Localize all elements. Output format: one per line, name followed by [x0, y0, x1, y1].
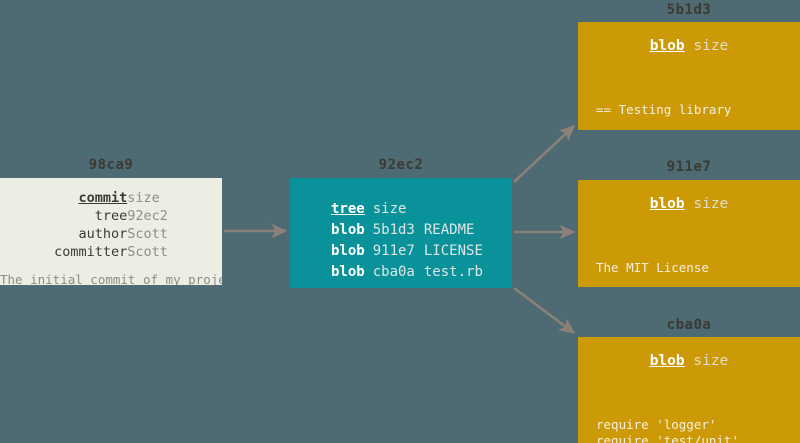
tree-object-box[interactable]: tree size blob 5b1d3 README blob 911e7 L…: [290, 178, 512, 288]
blob-object-box-5b1d3[interactable]: blob size == Testing library This librar…: [578, 22, 800, 130]
blob-keyword: blob: [649, 38, 685, 54]
edge-tree-to-blob-cba0a: [513, 286, 576, 335]
tree-row: blob cba0a test.rb: [330, 262, 484, 283]
tree-entry-hash: 5b1d3: [372, 222, 415, 238]
commit-field-key: commit: [78, 190, 128, 206]
tree-entry-type: blob: [331, 243, 365, 259]
commit-field-key: committer: [54, 244, 128, 260]
blob-content: == Testing library This library is used …: [578, 70, 800, 130]
blob-paragraph: require 'logger' require 'test/unit': [596, 417, 739, 443]
blob-node-label-911e7: 911e7: [666, 159, 712, 175]
tree-entry-type: blob: [331, 264, 365, 280]
blob-object-box-911e7[interactable]: blob size The MIT License Copyright (c) …: [578, 180, 800, 287]
tree-entry-hash: size: [372, 201, 407, 217]
commit-row: tree 92ec2: [54, 207, 168, 225]
blob-header: blob size: [578, 180, 800, 212]
tree-entry-name: test.rb: [423, 264, 483, 280]
commit-field-value: Scott: [127, 244, 168, 260]
commit-node-label: 98ca9: [88, 157, 134, 173]
blob-paragraph: == Testing library: [596, 102, 732, 117]
tree-entry-hash: cba0a: [372, 264, 415, 280]
blob-size-label: size: [693, 196, 729, 212]
blob-content: The MIT License Copyright (c) 2008 Scott…: [578, 228, 800, 287]
tree-row: tree size: [330, 199, 484, 220]
commit-object-box[interactable]: commit size tree 92ec2 author Scott comm…: [0, 178, 222, 285]
tree-entry-name: LICENSE: [423, 243, 483, 259]
blob-keyword: blob: [649, 353, 685, 369]
tree-entry-type: tree: [331, 201, 365, 217]
tree-row: blob 911e7 LICENSE: [330, 241, 484, 262]
blob-size-label: size: [693, 353, 729, 369]
tree-row: blob 5b1d3 README: [330, 220, 484, 241]
commit-fields-table: commit size tree 92ec2 author Scott comm…: [54, 189, 168, 261]
commit-row: author Scott: [54, 225, 168, 243]
tree-entry-hash: 911e7: [372, 243, 415, 259]
blob-object-box-cba0a[interactable]: blob size require 'logger' require 'test…: [578, 337, 800, 443]
commit-field-key: tree: [94, 208, 128, 224]
commit-row: commit size: [54, 189, 168, 207]
blob-keyword: blob: [649, 196, 685, 212]
tree-entry-type: blob: [331, 222, 365, 238]
blob-node-label-cba0a: cba0a: [666, 317, 712, 333]
commit-field-key: author: [78, 226, 128, 242]
blob-size-label: size: [693, 38, 729, 54]
tree-node-label: 92ec2: [378, 157, 424, 173]
blob-content: require 'logger' require 'test/unit' cla…: [578, 385, 800, 443]
commit-field-value: size: [127, 190, 160, 206]
tree-entry-name: [423, 199, 484, 220]
tree-entries-table: tree size blob 5b1d3 README blob 911e7 L…: [330, 199, 484, 283]
commit-row: committer Scott: [54, 243, 168, 261]
commit-field-value: 92ec2: [127, 208, 168, 224]
blob-paragraph: The MIT License: [596, 260, 709, 275]
edge-tree-to-blob-5b1d3: [513, 124, 576, 183]
blob-node-label-5b1d3: 5b1d3: [666, 2, 712, 18]
blob-header: blob size: [578, 337, 800, 369]
blob-header: blob size: [578, 22, 800, 54]
commit-message: The initial commit of my project: [0, 272, 222, 285]
tree-entry-name: README: [423, 222, 475, 238]
commit-field-value: Scott: [127, 226, 168, 242]
